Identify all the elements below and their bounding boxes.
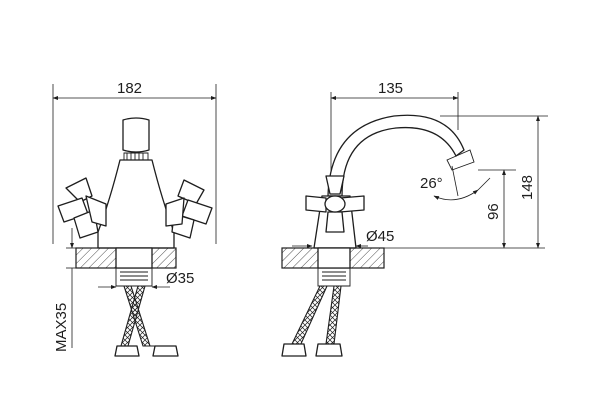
side-hose-right — [325, 285, 342, 345]
front-hose-nut-left — [114, 345, 140, 357]
dimension-label-26deg: 26° — [420, 175, 443, 192]
dimension-label-182: 182 — [117, 80, 142, 97]
dimension-total-height: 148 — [440, 115, 548, 249]
front-right-handle — [165, 179, 213, 239]
side-handle — [305, 175, 365, 233]
front-view: 182 — [52, 80, 217, 357]
dimension-label-d35: Ø35 — [166, 270, 194, 287]
dimension-front-width: 182 — [52, 80, 217, 244]
dimension-shank-diameter: Ø35 — [98, 270, 194, 289]
side-spout — [327, 114, 465, 197]
dimension-label-max35: MAX35 — [53, 303, 70, 352]
front-left-handle — [57, 177, 107, 239]
side-hose-left — [291, 285, 328, 347]
side-hose-nut-right — [315, 343, 343, 357]
front-body — [97, 159, 175, 249]
side-view: 135 Ø45 — [281, 80, 548, 357]
dimension-label-135: 135 — [378, 80, 403, 97]
dimension-spout-height: 96 — [478, 169, 516, 249]
dimension-max-thickness: MAX35 — [53, 228, 74, 352]
front-spout — [122, 117, 150, 153]
dimension-spout-angle: 26° — [420, 165, 491, 201]
front-hose-nut-right — [152, 345, 179, 357]
dimension-base-diameter: Ø45 — [292, 228, 394, 248]
dimension-label-148: 148 — [519, 175, 536, 200]
dimension-label-d45: Ø45 — [366, 228, 394, 245]
side-hose-nut-left — [281, 343, 307, 357]
dimension-label-96: 96 — [485, 203, 502, 220]
